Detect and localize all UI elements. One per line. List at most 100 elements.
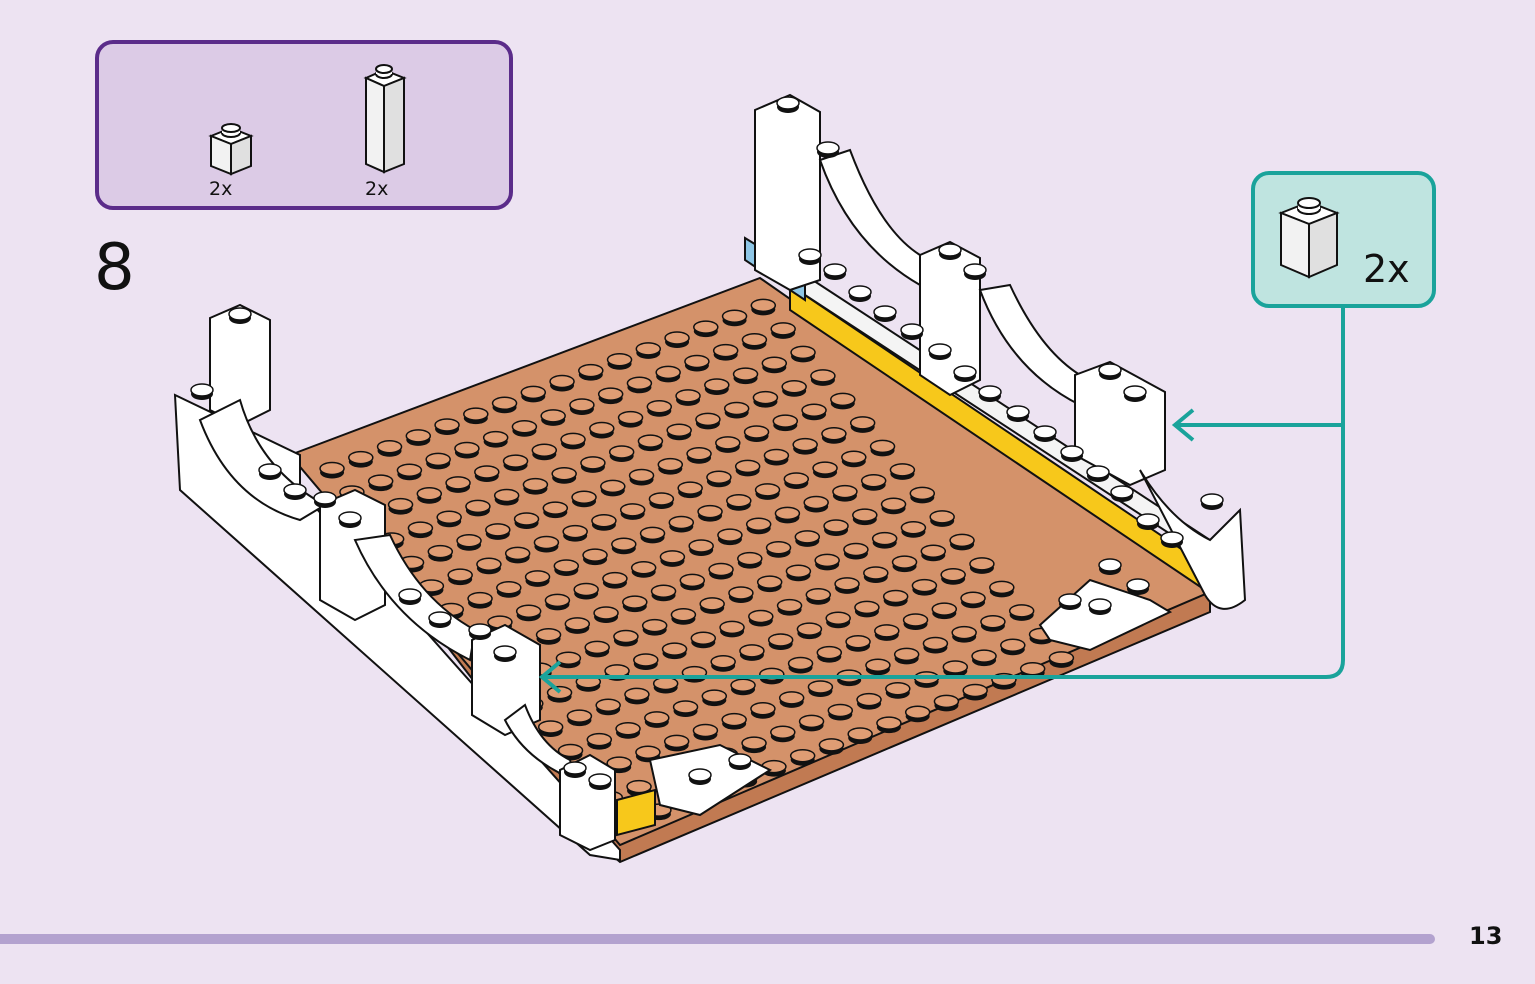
stud xyxy=(770,322,796,336)
callout-qty: 2x xyxy=(1363,247,1410,291)
stud xyxy=(580,456,606,470)
stud xyxy=(909,486,936,501)
stud xyxy=(456,533,482,548)
stud xyxy=(739,644,765,658)
stud xyxy=(686,446,712,461)
stud xyxy=(597,387,624,401)
footer-bar xyxy=(0,934,1435,944)
stud xyxy=(902,613,929,627)
wall-stud xyxy=(963,263,987,277)
stud xyxy=(586,732,613,747)
stud xyxy=(684,354,710,369)
stud xyxy=(880,497,907,511)
stud xyxy=(942,660,969,674)
part-qty-1: 2x xyxy=(209,178,233,200)
stud xyxy=(1019,661,1046,676)
stud xyxy=(644,711,670,725)
stud xyxy=(960,591,986,605)
stud xyxy=(695,412,721,427)
wall-stud xyxy=(493,645,517,659)
wall-stud xyxy=(900,323,924,337)
stud xyxy=(710,654,736,669)
stud xyxy=(869,439,896,454)
wall-stud xyxy=(1126,578,1150,592)
wall-stud xyxy=(1060,445,1084,459)
stud xyxy=(546,685,573,700)
page-number: 13 xyxy=(1469,922,1503,950)
stud xyxy=(933,694,960,709)
stud xyxy=(531,443,558,457)
wall-stud xyxy=(1098,363,1122,377)
stud xyxy=(319,461,345,476)
wall-stud xyxy=(1086,465,1110,479)
stud xyxy=(849,416,876,430)
stud xyxy=(544,593,571,608)
stud xyxy=(593,606,619,620)
wall-stud xyxy=(1123,385,1147,399)
stud xyxy=(628,468,655,483)
callout-brick-icon xyxy=(1278,197,1340,279)
stud xyxy=(774,506,801,521)
wall-stud xyxy=(228,307,252,321)
stud xyxy=(712,343,739,358)
stud xyxy=(765,540,792,555)
arrow-head-lower xyxy=(538,660,562,694)
step-number: 8 xyxy=(94,231,135,305)
stud xyxy=(834,577,860,591)
stud xyxy=(555,651,582,665)
stud xyxy=(566,709,593,723)
wall-stud xyxy=(823,263,847,277)
stud xyxy=(482,430,509,445)
stud xyxy=(348,450,374,465)
stud xyxy=(608,445,635,459)
wall-stud xyxy=(190,383,214,397)
wall-stud xyxy=(1006,405,1030,419)
stud xyxy=(522,477,549,492)
stud xyxy=(715,436,741,450)
stud xyxy=(396,463,423,477)
parts-illustration xyxy=(208,64,407,176)
stud xyxy=(922,636,949,651)
wall-stud xyxy=(1088,598,1112,612)
stud xyxy=(606,756,632,770)
stud xyxy=(465,499,491,514)
stud xyxy=(582,548,608,562)
stud xyxy=(803,495,829,510)
stud xyxy=(825,611,851,625)
stud xyxy=(814,553,840,568)
stud xyxy=(633,653,659,667)
stud xyxy=(491,396,518,410)
stud xyxy=(476,557,502,571)
stud xyxy=(641,618,668,633)
stud xyxy=(798,714,825,729)
stud xyxy=(520,385,547,400)
stud xyxy=(511,419,538,434)
stud xyxy=(911,578,938,593)
stud xyxy=(885,681,911,696)
wall-stud xyxy=(283,483,307,497)
stud xyxy=(989,580,1015,595)
stud xyxy=(876,716,902,730)
stud xyxy=(818,738,845,752)
wall-stud xyxy=(1058,593,1082,607)
stud xyxy=(661,642,688,656)
stud xyxy=(537,720,564,734)
stud xyxy=(677,481,703,495)
stud xyxy=(805,587,832,602)
stud xyxy=(708,562,734,577)
stud xyxy=(589,421,615,436)
stud xyxy=(754,483,781,497)
stud xyxy=(790,345,816,360)
stud xyxy=(624,687,650,702)
stud xyxy=(865,658,891,672)
wall-stud xyxy=(873,305,897,319)
stud xyxy=(613,629,639,644)
stud xyxy=(639,526,666,541)
stud xyxy=(670,607,697,622)
wall-stud xyxy=(1136,513,1160,527)
wall-stud xyxy=(776,96,800,110)
stud xyxy=(584,640,610,655)
wall-stud xyxy=(1200,493,1224,507)
stud xyxy=(367,474,394,488)
stud xyxy=(748,609,774,624)
